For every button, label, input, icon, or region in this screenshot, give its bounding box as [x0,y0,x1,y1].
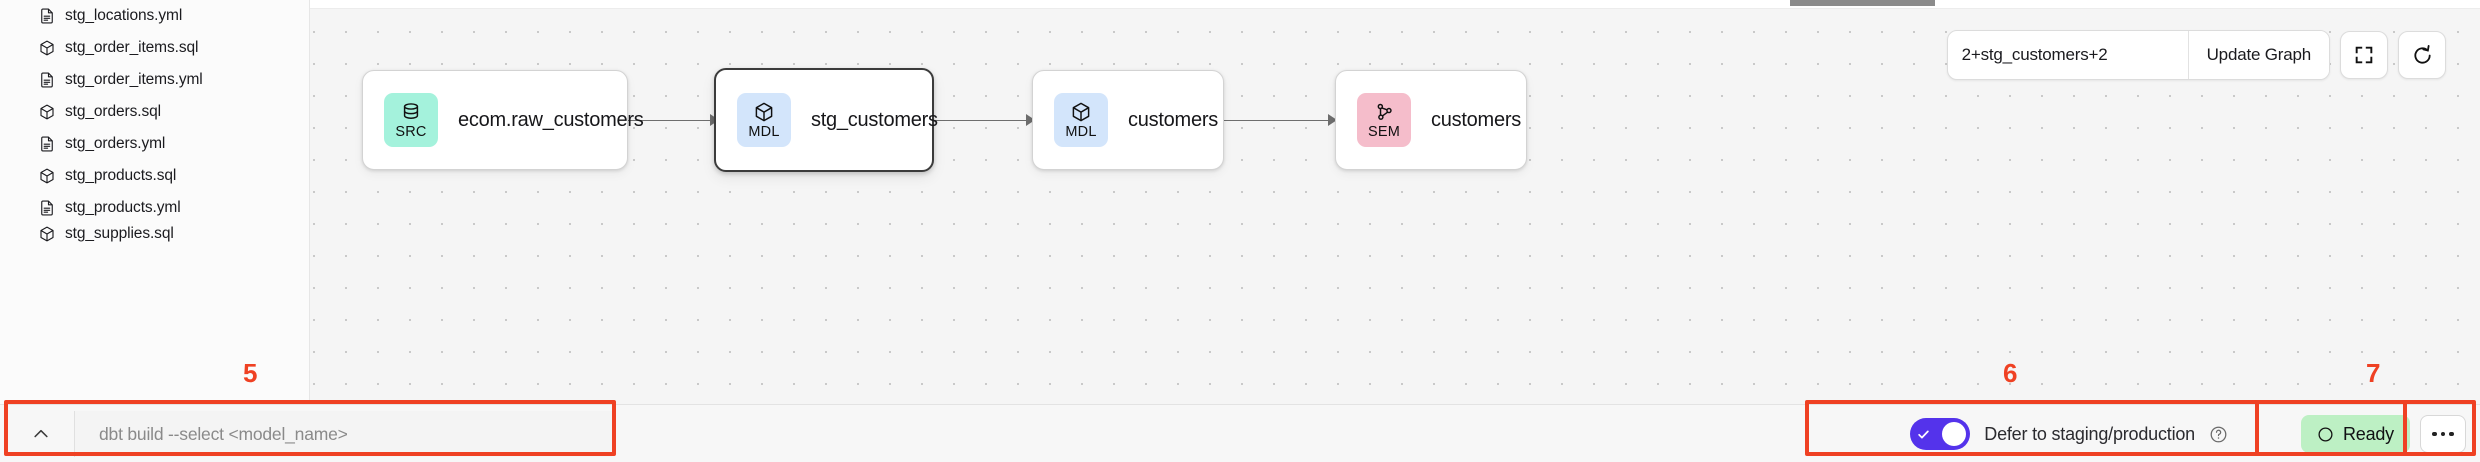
file-explorer-sidebar: stg_locations.yml stg_order_items.sql stg_… [0,0,310,462]
file-tree-item[interactable]: stg_locations.yml [0,0,309,32]
graph-node-ecom-raw-customers[interactable]: SRC ecom.raw_customers [362,70,644,170]
ellipsis-dot [2432,431,2437,437]
command-bar [8,411,612,457]
edge-src-to-stg [626,120,714,122]
graph-selector-input[interactable] [1947,31,2188,79]
edge-arrow-3 [1328,114,1337,126]
tab-scroll-indicator[interactable] [1790,0,1935,6]
fullscreen-button[interactable] [2340,31,2388,79]
update-graph-button[interactable]: Update Graph [2187,31,2329,79]
edge-mdl-to-sem [1222,120,1332,122]
ellipsis-dot [2449,431,2454,437]
cube-sql-icon [40,168,54,184]
node-label: ecom.raw_customers [458,108,644,131]
defer-label: Defer to staging/production [1984,423,2195,444]
file-tree-item-label: stg_supplies.sql [65,225,174,242]
file-tree-list: stg_locations.yml stg_order_items.sql stg_… [0,0,309,244]
file-yml-icon [41,136,53,152]
file-tree-item[interactable]: stg_orders.sql [0,96,309,128]
cube-sql-icon [40,226,54,242]
file-tree-item[interactable]: stg_products.sql [0,160,309,192]
cube-sql-icon [40,104,54,120]
file-tree-item[interactable]: stg_products.yml [0,192,309,224]
node-label: customers [1128,108,1218,131]
expand-icon [2355,46,2373,64]
defer-setting-group: Defer to staging/production [1904,414,2234,454]
status-group: Ready [2300,414,2466,454]
node-badge-label: MDL [1065,124,1097,140]
selector-group: Update Graph [1946,30,2330,80]
file-tree-item[interactable]: stg_order_items.sql [0,32,309,64]
file-yml-icon [41,72,53,88]
bottom-status-bar: Defer to staging/production Ready [0,404,2480,462]
file-tree-item-label: stg_orders.yml [65,135,166,152]
status-label: Ready [2342,423,2394,444]
file-tree-item-label: stg_order_items.yml [65,71,203,88]
toggle-knob [1942,422,1967,446]
status-badge[interactable]: Ready [2300,415,2410,453]
canvas-top-strip [310,0,2480,9]
file-tree-item[interactable]: stg_order_items.yml [0,64,309,96]
node-badge-label: SEM [1367,124,1401,140]
edge-stg-to-mdl [932,120,1030,122]
node-badge-src: SRC [384,93,438,147]
file-tree-item-label: stg_products.yml [65,199,181,216]
cube-icon [1072,102,1090,122]
check-icon [1918,430,1930,438]
file-tree-item[interactable]: stg_supplies.sql [0,224,309,244]
chevron-up-icon [34,429,48,438]
node-badge-label: SRC [395,124,427,140]
graph-node-customers-sem[interactable]: SEM customers [1335,70,1527,170]
file-yml-icon [41,200,53,216]
refresh-button[interactable] [2398,31,2446,79]
node-badge-sem: SEM [1357,93,1411,147]
network-icon [1377,103,1392,120]
edge-arrow-2 [1026,114,1035,126]
status-circle-icon [2318,426,2333,442]
node-label: customers [1431,108,1521,131]
file-tree-item-label: stg_products.sql [65,167,177,184]
file-yml-icon [41,8,53,24]
node-badge-mdl: MDL [1054,93,1108,147]
question-circle-icon[interactable] [2209,425,2228,444]
dbt-command-input[interactable] [75,411,612,457]
cube-sql-icon [40,40,54,56]
refresh-icon [2413,44,2431,64]
more-options-button[interactable] [2420,415,2466,453]
database-icon [403,103,419,119]
node-label: stg_customers [811,108,938,131]
file-tree-item-label: stg_locations.yml [65,7,183,24]
node-badge-mdl: MDL [737,93,791,147]
graph-node-stg-customers[interactable]: MDL stg_customers [714,68,938,172]
defer-toggle[interactable] [1910,418,1971,450]
graph-node-customers-mdl[interactable]: MDL customers [1032,70,1224,170]
node-badge-label: MDL [748,124,780,140]
collapse-console-button[interactable] [8,411,75,457]
file-tree-item-label: stg_orders.sql [65,103,161,120]
file-tree-item-label: stg_order_items.sql [65,39,199,56]
cube-icon [755,102,773,122]
file-tree-item[interactable]: stg_orders.yml [0,128,309,160]
ellipsis-dot [2440,431,2446,437]
graph-toolbar: Update Graph [1946,30,2446,80]
